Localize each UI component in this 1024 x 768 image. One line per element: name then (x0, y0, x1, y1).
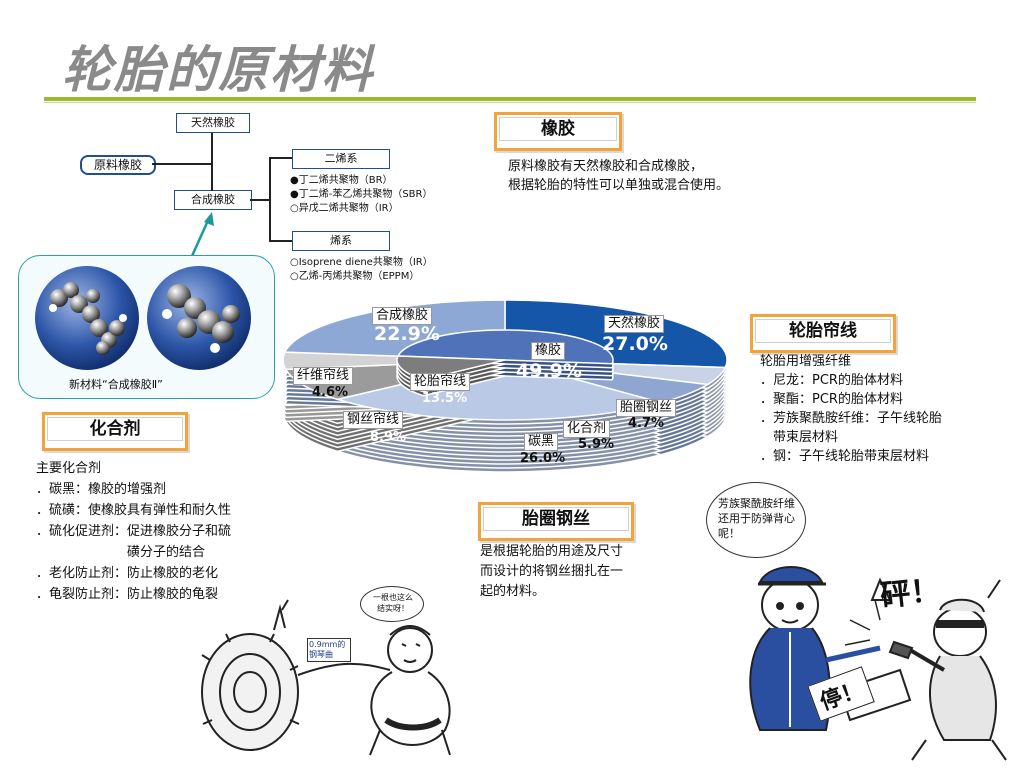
value-bead: 4.7% (628, 416, 665, 431)
sumo-speech-bubble (360, 586, 424, 622)
cord-text-line: ．聚酯：PCR的胎体材料 (760, 392, 903, 407)
cord-title-box: 轮胎帘线 (750, 314, 896, 353)
page-title: 轮胎的原材料 (62, 40, 374, 99)
wire-note-box (307, 638, 351, 662)
bead-text-line: 起的材料。 (480, 584, 546, 599)
sumo-cartoon (201, 599, 451, 756)
natural-rubber-node: 天然橡胶 (176, 113, 250, 133)
chem-text-line: ．龟裂防止剂：防止橡胶的龟裂 (36, 587, 219, 602)
cord-title: 轮胎帘线 (755, 319, 891, 343)
value-fiber: 4.6% (312, 385, 349, 400)
value-carbon: 26.0% (520, 451, 566, 466)
olefin-item: ○乙烯-丙烯共聚物（EPPM） (290, 271, 420, 282)
label-steelcord: 钢丝帘线 (343, 411, 404, 429)
label-synthetic: 合成橡胶 (372, 307, 433, 325)
rubber-text-line: 原料橡胶有天然橡胶和合成橡胶， (508, 159, 704, 174)
label-natural: 天然橡胶 (604, 315, 665, 333)
chem-title-box: 化合剂 (42, 412, 188, 451)
diene-node: 二烯系 (292, 149, 390, 169)
molecule-panel: 新材料“合成橡胶Ⅱ” (18, 255, 275, 399)
olefin-item: ○Isoprene diene共聚物（IR） (290, 257, 433, 268)
label-carbon: 碳黑 (524, 433, 559, 451)
chem-text-line: 磺分子的结合 (36, 545, 206, 560)
chem-title: 化合剂 (47, 417, 183, 441)
rubber-text-line: 根据轮胎的特性可以单独或混合使用。 (508, 178, 730, 193)
diene-item: ○异戊二烯共聚物（IR） (290, 203, 399, 214)
value-cord-inner: 13.5% (422, 391, 468, 406)
connector (269, 240, 292, 242)
sumo-speech: 一根也这么结实呀！ (373, 593, 413, 613)
value-steelcord: 8.9% (370, 430, 407, 445)
diene-item: ●丁二烯-苯乙烯共聚物（SBR） (290, 189, 433, 200)
value-chem: 5.9% (578, 437, 615, 452)
chem-text-line: ．老化防止剂：防止橡胶的老化 (36, 566, 219, 581)
chem-text-line: 主要化合剂 (36, 461, 102, 476)
bead-text-line: 而设计的将钢丝捆扎在一 (480, 564, 624, 579)
cord-text-line: ．芳族聚酰胺纤维：子午线轮胎 (760, 411, 943, 426)
title-rule (44, 97, 976, 101)
bead-text-line: 是根据轮胎的用途及尺寸 (480, 544, 624, 559)
cord-text-line: ．尼龙：PCR的胎体材料 (760, 373, 903, 388)
olefin-node: 烯系 (292, 231, 390, 251)
connector (269, 157, 292, 159)
cord-text-line: 轮胎用增强纤维 (760, 354, 852, 369)
bang-text: 砰！ (878, 572, 943, 615)
new-material-caption: 新材料“合成橡胶Ⅱ” (69, 378, 163, 391)
label-rubber: 橡胶 (531, 342, 566, 360)
connector (152, 163, 212, 165)
cord-text-line: 带束层材料 (760, 430, 839, 445)
police-speech: 芳族聚酰胺纤维还用于防弹背心呢！ (718, 497, 795, 540)
rubber-title: 橡胶 (499, 117, 617, 141)
bead-title: 胎圈钢丝 (483, 507, 629, 531)
molecule-image (35, 266, 251, 370)
value-synthetic: 22.9% (374, 323, 440, 345)
chem-text-line: ．碳黑：橡胶的增强剂 (36, 482, 167, 497)
cord-text-line: ．钢：子午线轮胎带束层材料 (760, 449, 930, 464)
label-bead: 胎圈钢丝 (616, 399, 677, 417)
diene-item: ●丁二烯共聚物（BR） (290, 175, 393, 186)
label-cord-inner: 轮胎帘线 (410, 373, 471, 391)
value-natural: 27.0% (602, 333, 668, 355)
label-chem: 化合剂 (563, 420, 611, 438)
label-fiber: 纤维帘线 (293, 367, 354, 385)
police-speech-bubble (706, 482, 806, 558)
synthetic-rubber-node: 合成橡胶 (174, 190, 252, 210)
chem-text-line: ．硫磺：使橡胶具有弹性和耐久性 (36, 503, 232, 518)
title-rule-thin (44, 102, 976, 103)
connector (269, 157, 271, 241)
connector (250, 199, 270, 201)
rubber-title-box: 橡胶 (494, 112, 622, 151)
bead-title-box: 胎圈钢丝 (478, 502, 634, 541)
connector (211, 133, 213, 191)
root-node: 原料橡胶 (80, 155, 156, 175)
chem-text-line: ．硫化促进剂：促进橡胶分子和硫 (36, 524, 232, 539)
value-rubber: 49.9% (516, 360, 582, 382)
police-cartoon (749, 566, 1007, 761)
wire-note: 0.9mm的钢琴曲 (309, 640, 346, 659)
